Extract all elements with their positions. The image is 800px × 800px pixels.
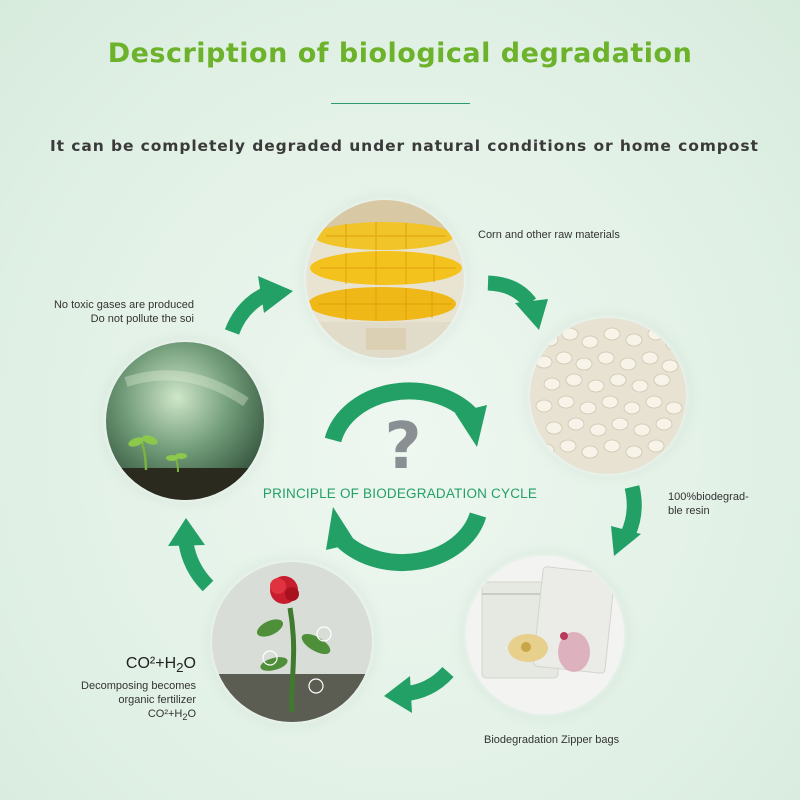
arrow-bags-to-fertilizer-icon bbox=[384, 666, 454, 713]
soil-label-line2: Do not pollute the soi bbox=[90, 313, 194, 325]
corn-image-icon bbox=[306, 200, 464, 358]
page-subtitle: It can be completely degraded under natu… bbox=[50, 137, 759, 155]
resin-label-line2: ble resin bbox=[668, 505, 710, 517]
zipper-bags-label: Biodegradation Zipper bags bbox=[484, 734, 620, 746]
fertilizer-photo bbox=[212, 562, 372, 722]
corn-photo bbox=[306, 200, 464, 358]
question-mark-icon: ? bbox=[384, 410, 422, 484]
soil-label-line1: No toxic gases are produced bbox=[53, 299, 194, 311]
fertilizer-line1: Decomposing becomes bbox=[81, 680, 196, 693]
seedling-photo bbox=[106, 342, 264, 500]
fertilizer-label: CO²+H2O Decomposing becomes organic fert… bbox=[56, 655, 196, 724]
arrow-soil-to-corn-icon bbox=[224, 276, 293, 335]
arrow-fertilizer-to-soil-icon bbox=[168, 518, 214, 592]
fertilizer-line2: organic fertilizer bbox=[118, 694, 196, 707]
resin-photo bbox=[530, 318, 686, 474]
fertilizer-formula-small: CO²+H2O bbox=[147, 708, 196, 723]
rose-plant-icon bbox=[212, 562, 372, 722]
title-divider bbox=[331, 103, 470, 104]
cycle-caption: PRINCIPLE OF BIODEGRADATION CYCLE bbox=[262, 486, 538, 501]
resin-label: 100%biodegrad- ble resin bbox=[668, 490, 749, 518]
corn-label: Corn and other raw materials bbox=[478, 229, 620, 241]
page-title: Description of biological degradation bbox=[107, 38, 693, 69]
arrow-resin-to-bags-icon bbox=[611, 485, 642, 556]
soil-label: No toxic gases are produced Do not pollu… bbox=[34, 298, 194, 326]
circular-arrows-icon bbox=[324, 382, 487, 571]
zipper-bags-photo bbox=[466, 556, 624, 714]
fertilizer-formula-large: CO²+H2O bbox=[125, 655, 196, 676]
seedling-icon bbox=[106, 342, 264, 500]
zipper-bags-icon bbox=[466, 556, 624, 714]
resin-pellets-icon bbox=[530, 318, 686, 474]
resin-label-line1: 100%biodegrad- bbox=[668, 491, 749, 503]
